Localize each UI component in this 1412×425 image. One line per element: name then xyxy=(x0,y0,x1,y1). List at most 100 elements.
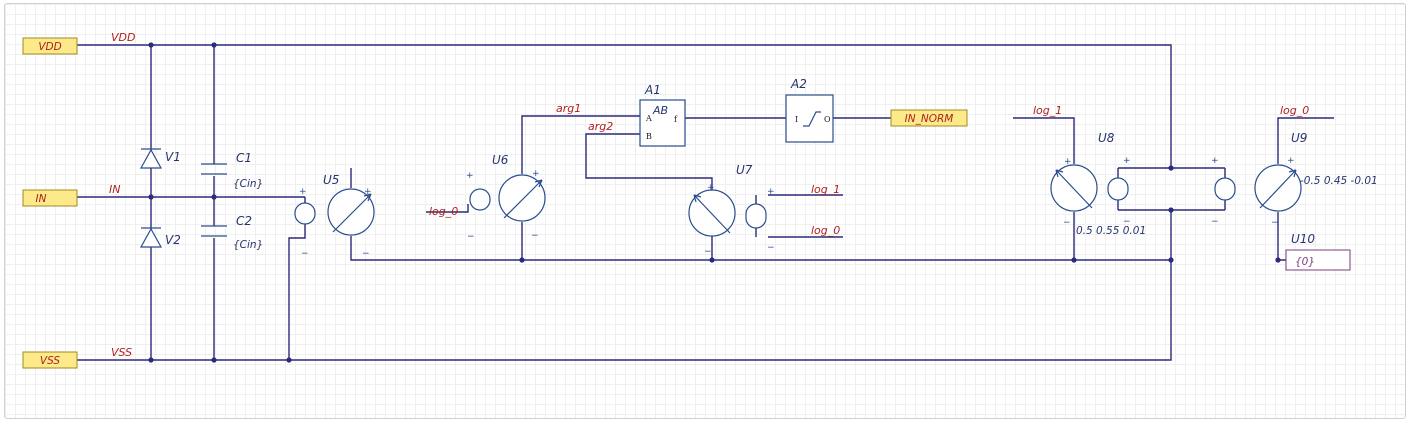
wire-u5-minus xyxy=(288,224,306,360)
u9-meter-plus: + xyxy=(1287,156,1295,166)
junction-dot xyxy=(709,257,715,263)
u9-params: -0.5 0.45 -0.01 xyxy=(1300,175,1378,187)
probe-u5[interactable]: + − + − U5 xyxy=(294,173,375,259)
port-vdd-label: VDD xyxy=(38,41,61,53)
junction-dot xyxy=(519,257,525,263)
net-label-vdd: VDD xyxy=(111,31,135,44)
u7-plus: + xyxy=(767,187,775,197)
port-vss-label: VSS xyxy=(40,355,60,367)
junctions xyxy=(148,42,1281,363)
u6-meter-minus: − xyxy=(531,231,539,241)
meter-arrow-icon xyxy=(503,179,543,219)
u9-ref: U9 xyxy=(1291,131,1307,145)
u6-minus: − xyxy=(467,232,475,242)
current-source-icon xyxy=(1107,177,1129,201)
meter-arrow-icon xyxy=(1055,169,1093,209)
junction-dot xyxy=(148,194,154,200)
schematic-sheet: VDD IN VSS IN_NORM VDD IN VSS arg1 arg2 … xyxy=(4,3,1406,419)
a2-box xyxy=(785,94,834,143)
u9-meter-minus: − xyxy=(1271,218,1279,228)
current-source-icon xyxy=(294,202,316,225)
block-a2[interactable]: A2 I O xyxy=(785,77,834,143)
port-in-norm-label: IN_NORM xyxy=(905,113,954,125)
junction-dot xyxy=(1071,257,1077,263)
limiter-curve-icon xyxy=(803,111,821,127)
current-source-icon xyxy=(745,203,767,229)
c1-ref: C1 xyxy=(236,151,252,165)
a2-pin-o: O xyxy=(824,115,831,124)
a2-pin-i: I xyxy=(795,115,798,124)
u8-meter-minus: − xyxy=(1063,218,1071,228)
probe-u7[interactable]: + − + − U7 xyxy=(688,163,775,257)
capacitor-plates-icon xyxy=(201,163,227,175)
a1-ref: A1 xyxy=(644,83,661,97)
wire-u9-log0 xyxy=(1277,117,1334,164)
net-labels: VDD IN VSS arg1 arg2 log_0 log_1 log_0 l… xyxy=(109,31,1309,359)
net-label-log0-u6: log_0 xyxy=(429,205,458,218)
u10-box xyxy=(1285,249,1351,271)
u6-plus: + xyxy=(466,171,474,181)
junction-dot xyxy=(286,357,292,363)
probe-u6[interactable]: + − + − U6 xyxy=(466,153,546,242)
u6-ref: U6 xyxy=(492,153,509,167)
net-label-log0-u9: log_0 xyxy=(1280,104,1309,117)
net-label-log1-u7: log_1 xyxy=(811,183,840,196)
schematic-diagram: VDD IN VSS IN_NORM VDD IN VSS arg1 arg2 … xyxy=(22,31,1378,369)
meter-arrow-icon xyxy=(1259,169,1297,209)
a1-pin-b: B xyxy=(646,132,652,141)
net-label-vss: VSS xyxy=(111,346,132,359)
wire-arg1 xyxy=(521,115,640,174)
capacitor-plates-icon xyxy=(201,225,227,237)
c2-ref: C2 xyxy=(236,214,252,228)
u8-minus: − xyxy=(1123,217,1131,227)
wire-bridge-stubs xyxy=(1117,168,1226,210)
net-label-log0-u7: log_0 xyxy=(811,224,840,237)
u8-meter-plus: + xyxy=(1064,157,1072,167)
probe-u8[interactable]: + − + − U8 0.5 0.55 0.01 xyxy=(1050,131,1146,237)
a1-function: AB xyxy=(652,104,668,117)
v2-ref: V2 xyxy=(165,233,181,247)
u8-plus: + xyxy=(1123,156,1131,166)
port-in-norm[interactable]: IN_NORM xyxy=(890,109,968,127)
wire-u8-log1 xyxy=(1013,117,1075,164)
port-in[interactable]: IN xyxy=(22,189,78,207)
diode-triangle-icon xyxy=(139,148,163,169)
u7-ref: U7 xyxy=(736,163,753,177)
wire-u8-u9-bridge xyxy=(1118,167,1225,211)
a1-box xyxy=(639,99,686,147)
junction-dot xyxy=(211,42,217,48)
junction-dot xyxy=(211,357,217,363)
capacitor-c1[interactable]: C1 {Cin} xyxy=(201,151,263,190)
u10-ref: U10 xyxy=(1291,232,1315,246)
port-vdd[interactable]: VDD xyxy=(22,37,78,55)
u5-minus: − xyxy=(301,249,309,259)
u9-minus: − xyxy=(1211,217,1219,227)
diode-v2[interactable]: V2 xyxy=(139,227,181,248)
diode-v1[interactable]: V1 xyxy=(139,148,181,169)
u10-value: {0} xyxy=(1295,256,1315,268)
net-label-in: IN xyxy=(109,183,120,196)
u9-plus: + xyxy=(1211,156,1219,166)
u7-minus: − xyxy=(767,243,775,253)
capacitor-c2[interactable]: C2 {Cin} xyxy=(201,214,263,251)
diode-triangle-icon xyxy=(139,227,163,248)
meter-arrow-icon xyxy=(332,193,372,233)
u5-meter-minus: − xyxy=(362,249,370,259)
element-u10[interactable]: U10 {0} xyxy=(1285,232,1351,271)
wire-u6-log0 xyxy=(426,204,469,213)
junction-dot xyxy=(1168,257,1174,263)
junction-dot xyxy=(1168,165,1174,171)
block-a1[interactable]: A1 A B AB f xyxy=(639,83,686,147)
junction-dot xyxy=(211,194,217,200)
junction-dot xyxy=(148,42,154,48)
c1-value: {Cin} xyxy=(233,178,263,190)
port-vss[interactable]: VSS xyxy=(22,351,78,369)
u8-params: 0.5 0.55 0.01 xyxy=(1076,225,1146,237)
junction-dot xyxy=(148,357,154,363)
probe-u9[interactable]: + − + − U9 -0.5 0.45 -0.01 xyxy=(1211,131,1378,228)
wire-arg2 xyxy=(585,133,713,190)
meter-arrow-icon xyxy=(693,194,731,234)
meter-circle-icon xyxy=(327,188,375,236)
u5-plus: + xyxy=(299,187,307,197)
c2-value: {Cin} xyxy=(233,239,263,251)
